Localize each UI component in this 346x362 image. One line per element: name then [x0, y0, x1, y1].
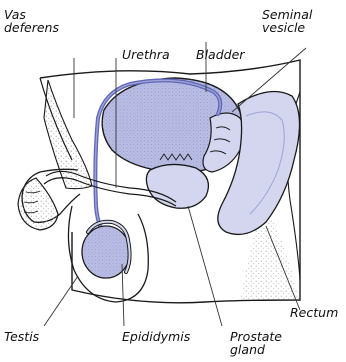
testis-label: Testis	[4, 330, 39, 343]
prostate-gland-label: Prostate gland	[230, 330, 282, 356]
testis-stipple	[82, 226, 130, 278]
rectum-label: Rectum	[290, 306, 338, 319]
urethra-label: Urethra	[122, 48, 170, 61]
prostate-gland-label-line-2: gland	[230, 343, 282, 356]
seminal-vesicle-label-line-2: vesicle	[262, 21, 312, 34]
bladder-label: Bladder	[196, 48, 244, 61]
seminal-vesicle-label: Seminal vesicle	[262, 8, 312, 34]
prostate-shape	[146, 164, 208, 208]
vas-deferens-label: Vas deferens	[4, 8, 59, 34]
epididymis-label: Epididymis	[122, 330, 190, 343]
vas-deferens-label-line-2: deferens	[4, 21, 59, 34]
